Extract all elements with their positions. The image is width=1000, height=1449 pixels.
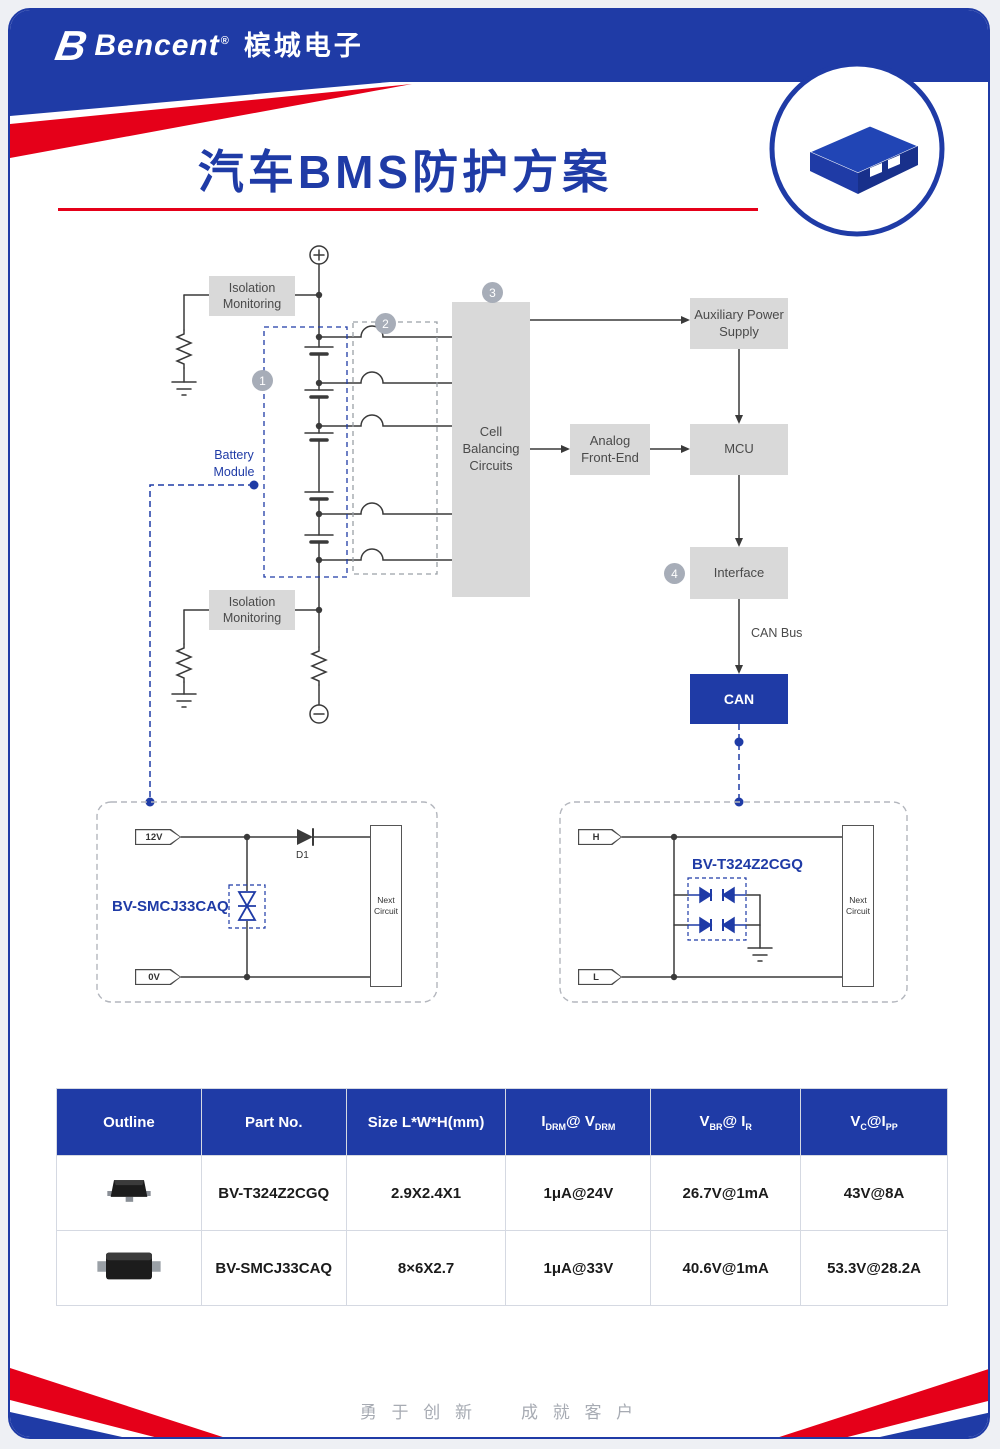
vbr-cell: 26.7V@1mA <box>650 1155 802 1231</box>
block-can: CAN <box>690 674 788 724</box>
size-cell: 8×6X2.7 <box>345 1230 507 1306</box>
spec-table: Outline Part No. Size L*W*H(mm) IDRM@ VD… <box>56 1088 948 1306</box>
product-circle-icon <box>769 61 945 237</box>
brand-name-cn: 槟城电子 <box>243 30 364 61</box>
col-vbr: VBR@ IR <box>650 1088 802 1156</box>
registered-mark: ® <box>220 35 230 47</box>
tvs-array-symbol <box>687 877 747 941</box>
idrm-cell: 1μA@24V <box>505 1155 652 1231</box>
col-size: Size L*W*H(mm) <box>345 1088 507 1156</box>
size-cell: 2.9X2.4X1 <box>345 1155 507 1231</box>
tvs-diode-symbol <box>228 884 266 929</box>
header-band <box>10 10 988 158</box>
outline-cell <box>56 1155 202 1231</box>
part-cell: BV-T324Z2CGQ <box>200 1155 347 1231</box>
table-row: BV-SMCJ33CAQ 8×6X2.7 1μA@33V 40.6V@1mA 5… <box>56 1230 948 1306</box>
isolation-top-wires <box>171 291 323 396</box>
diode-d1-label: D1 <box>296 850 309 861</box>
badge-2: 2 <box>375 313 396 334</box>
block-analog-front-end: Analog Front-End <box>570 424 650 475</box>
block-isolation-monitoring-bottom: Isolation Monitoring <box>209 590 295 630</box>
badge-4: 4 <box>664 563 685 584</box>
circuit-left <box>96 801 438 1003</box>
badge-1: 1 <box>252 370 273 391</box>
next-circuit-box-left: Next Circuit <box>370 825 402 987</box>
part-cell: BV-SMCJ33CAQ <box>200 1230 347 1306</box>
next-circuit-box-right: Next Circuit <box>842 825 874 987</box>
vbr-cell: 40.6V@1mA <box>650 1230 802 1306</box>
brand-name-text: Bencent <box>94 29 220 62</box>
battery-module-label: Battery Module <box>213 448 255 479</box>
net-tag-0v: 0V <box>135 969 181 985</box>
outline-cell <box>56 1230 202 1306</box>
net-tag-h: H <box>578 829 622 845</box>
page-card: B Bencent® 槟城电子 汽车BMS防护方案 Isolation Moni… <box>8 8 990 1439</box>
net-tag-h-text: H <box>592 831 600 843</box>
badge-3: 3 <box>482 282 503 303</box>
vc-cell: 43V@8A <box>800 1155 948 1231</box>
block-interface: Interface <box>690 547 788 599</box>
col-vc: VC@IPP <box>800 1088 948 1156</box>
table-row: BV-T324Z2CGQ 2.9X2.4X1 1μA@24V 26.7V@1mA… <box>56 1155 948 1231</box>
part-label-t324z2cgq: BV-T324Z2CGQ <box>692 856 803 873</box>
bottom-ribbons <box>10 1368 988 1437</box>
sot23-package-icon <box>107 1180 151 1202</box>
smc-package-icon <box>97 1252 161 1280</box>
bms-diagram-graphics <box>10 10 988 1437</box>
vc-cell: 53.3V@28.2A <box>800 1230 948 1306</box>
block-mcu: MCU <box>690 424 788 475</box>
col-outline: Outline <box>56 1088 202 1156</box>
bencent-logo-icon: B <box>51 22 91 69</box>
net-tag-12v-text: 12V <box>145 831 163 843</box>
brand-name: Bencent® <box>94 31 229 61</box>
fuse-symbols <box>315 325 453 564</box>
footer-slogan: 勇 于 创 新 成 就 客 户 <box>359 1403 639 1422</box>
title-underline <box>58 208 758 211</box>
block-diagram-wires <box>171 245 743 724</box>
part-label-smcj33caq: BV-SMCJ33CAQ <box>112 898 229 915</box>
block-cell-balancing: Cell Balancing Circuits <box>452 302 530 597</box>
net-tag-l-text: L <box>593 971 599 983</box>
spec-table-header-row: Outline Part No. Size L*W*H(mm) IDRM@ VD… <box>56 1088 948 1156</box>
net-tag-0v-text: 0V <box>148 971 160 983</box>
brand-logo: B Bencent® 槟城电子 <box>52 20 364 72</box>
battery-module-dashed-box <box>263 326 348 578</box>
block-aux-power-supply: Auxiliary Power Supply <box>690 298 788 349</box>
can-bus-label: CAN Bus <box>751 626 803 640</box>
callout-links <box>149 484 740 802</box>
circuit-right <box>559 801 908 1003</box>
page-title: 汽车BMS防护方案 <box>197 146 613 198</box>
fuse-dashed-box <box>352 321 438 575</box>
net-tag-12v: 12V <box>135 829 181 845</box>
col-idrm: IDRM@ VDRM <box>505 1088 652 1156</box>
col-part-no: Part No. <box>200 1088 347 1156</box>
idrm-cell: 1μA@33V <box>505 1230 652 1306</box>
battery-stack <box>304 346 334 648</box>
net-tag-l: L <box>578 969 622 985</box>
block-arrows <box>529 316 743 674</box>
isolation-bottom-wires <box>171 606 323 708</box>
callout-dots <box>145 480 744 807</box>
block-isolation-monitoring-top: Isolation Monitoring <box>209 276 295 316</box>
